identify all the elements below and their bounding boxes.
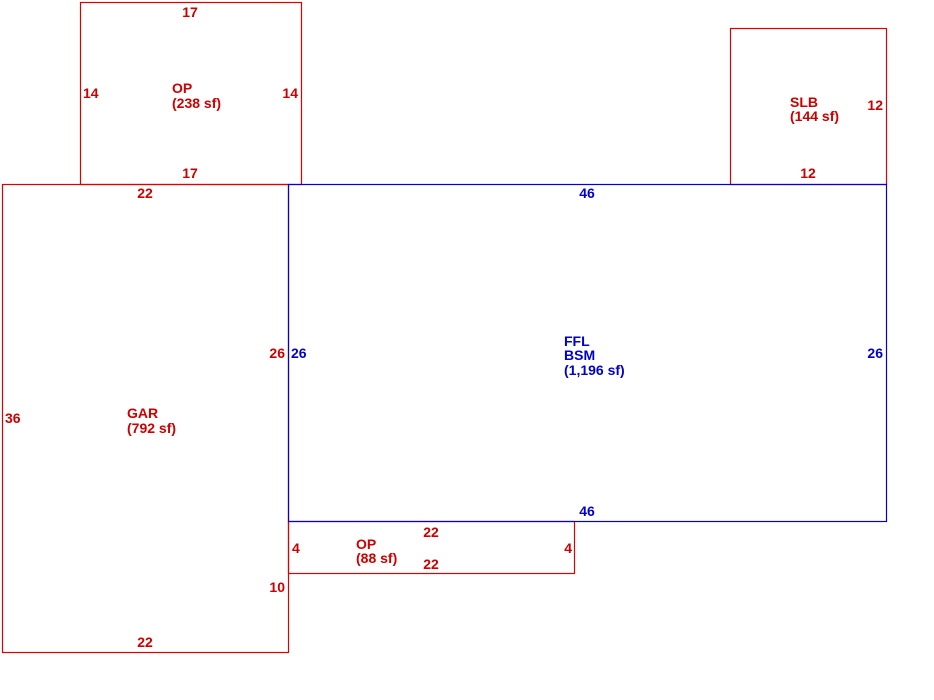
main-dim-top: 46 bbox=[579, 185, 595, 201]
gar-dim-right-lower: 10 bbox=[269, 579, 285, 595]
op-bottom-area: (88 sf) bbox=[356, 550, 397, 566]
main-label-bsm: BSM bbox=[564, 347, 595, 363]
op-top-dim-left: 14 bbox=[83, 85, 99, 101]
slb-label: SLB bbox=[790, 94, 818, 110]
op-bottom-dim-bottom: 22 bbox=[423, 556, 439, 572]
main-dim-bottom: 46 bbox=[579, 503, 595, 519]
gar-dim-top: 22 bbox=[137, 185, 153, 201]
gar-label: GAR bbox=[127, 405, 158, 421]
main-label-ffl: FFL bbox=[564, 333, 590, 349]
main-dim-right: 26 bbox=[867, 345, 883, 361]
op-top-dim-bottom: 17 bbox=[182, 165, 198, 181]
gar-dim-bottom: 22 bbox=[137, 634, 153, 650]
op-bottom-dim-right: 4 bbox=[564, 540, 572, 556]
op-top-area: (238 sf) bbox=[172, 95, 221, 111]
op-top-label: OP bbox=[172, 80, 192, 96]
gar-area: (792 sf) bbox=[127, 420, 176, 436]
op-top-dim-right: 14 bbox=[282, 85, 298, 101]
main-area: (1,196 sf) bbox=[564, 362, 625, 378]
op-bottom-label: OP bbox=[356, 536, 376, 552]
slb-area: (144 sf) bbox=[790, 108, 839, 124]
gar-dim-right-upper: 26 bbox=[269, 345, 285, 361]
main-dim-left: 26 bbox=[291, 345, 307, 361]
op-bottom-dim-top: 22 bbox=[423, 524, 439, 540]
main-area-outline bbox=[287, 183, 888, 523]
op-bottom-dim-left: 4 bbox=[292, 540, 300, 556]
slb-dim-bottom: 12 bbox=[800, 165, 816, 181]
op-top-dim-top: 17 bbox=[182, 4, 198, 20]
gar-dim-left: 36 bbox=[5, 410, 21, 426]
slb-dim-side: 12 bbox=[867, 97, 883, 113]
